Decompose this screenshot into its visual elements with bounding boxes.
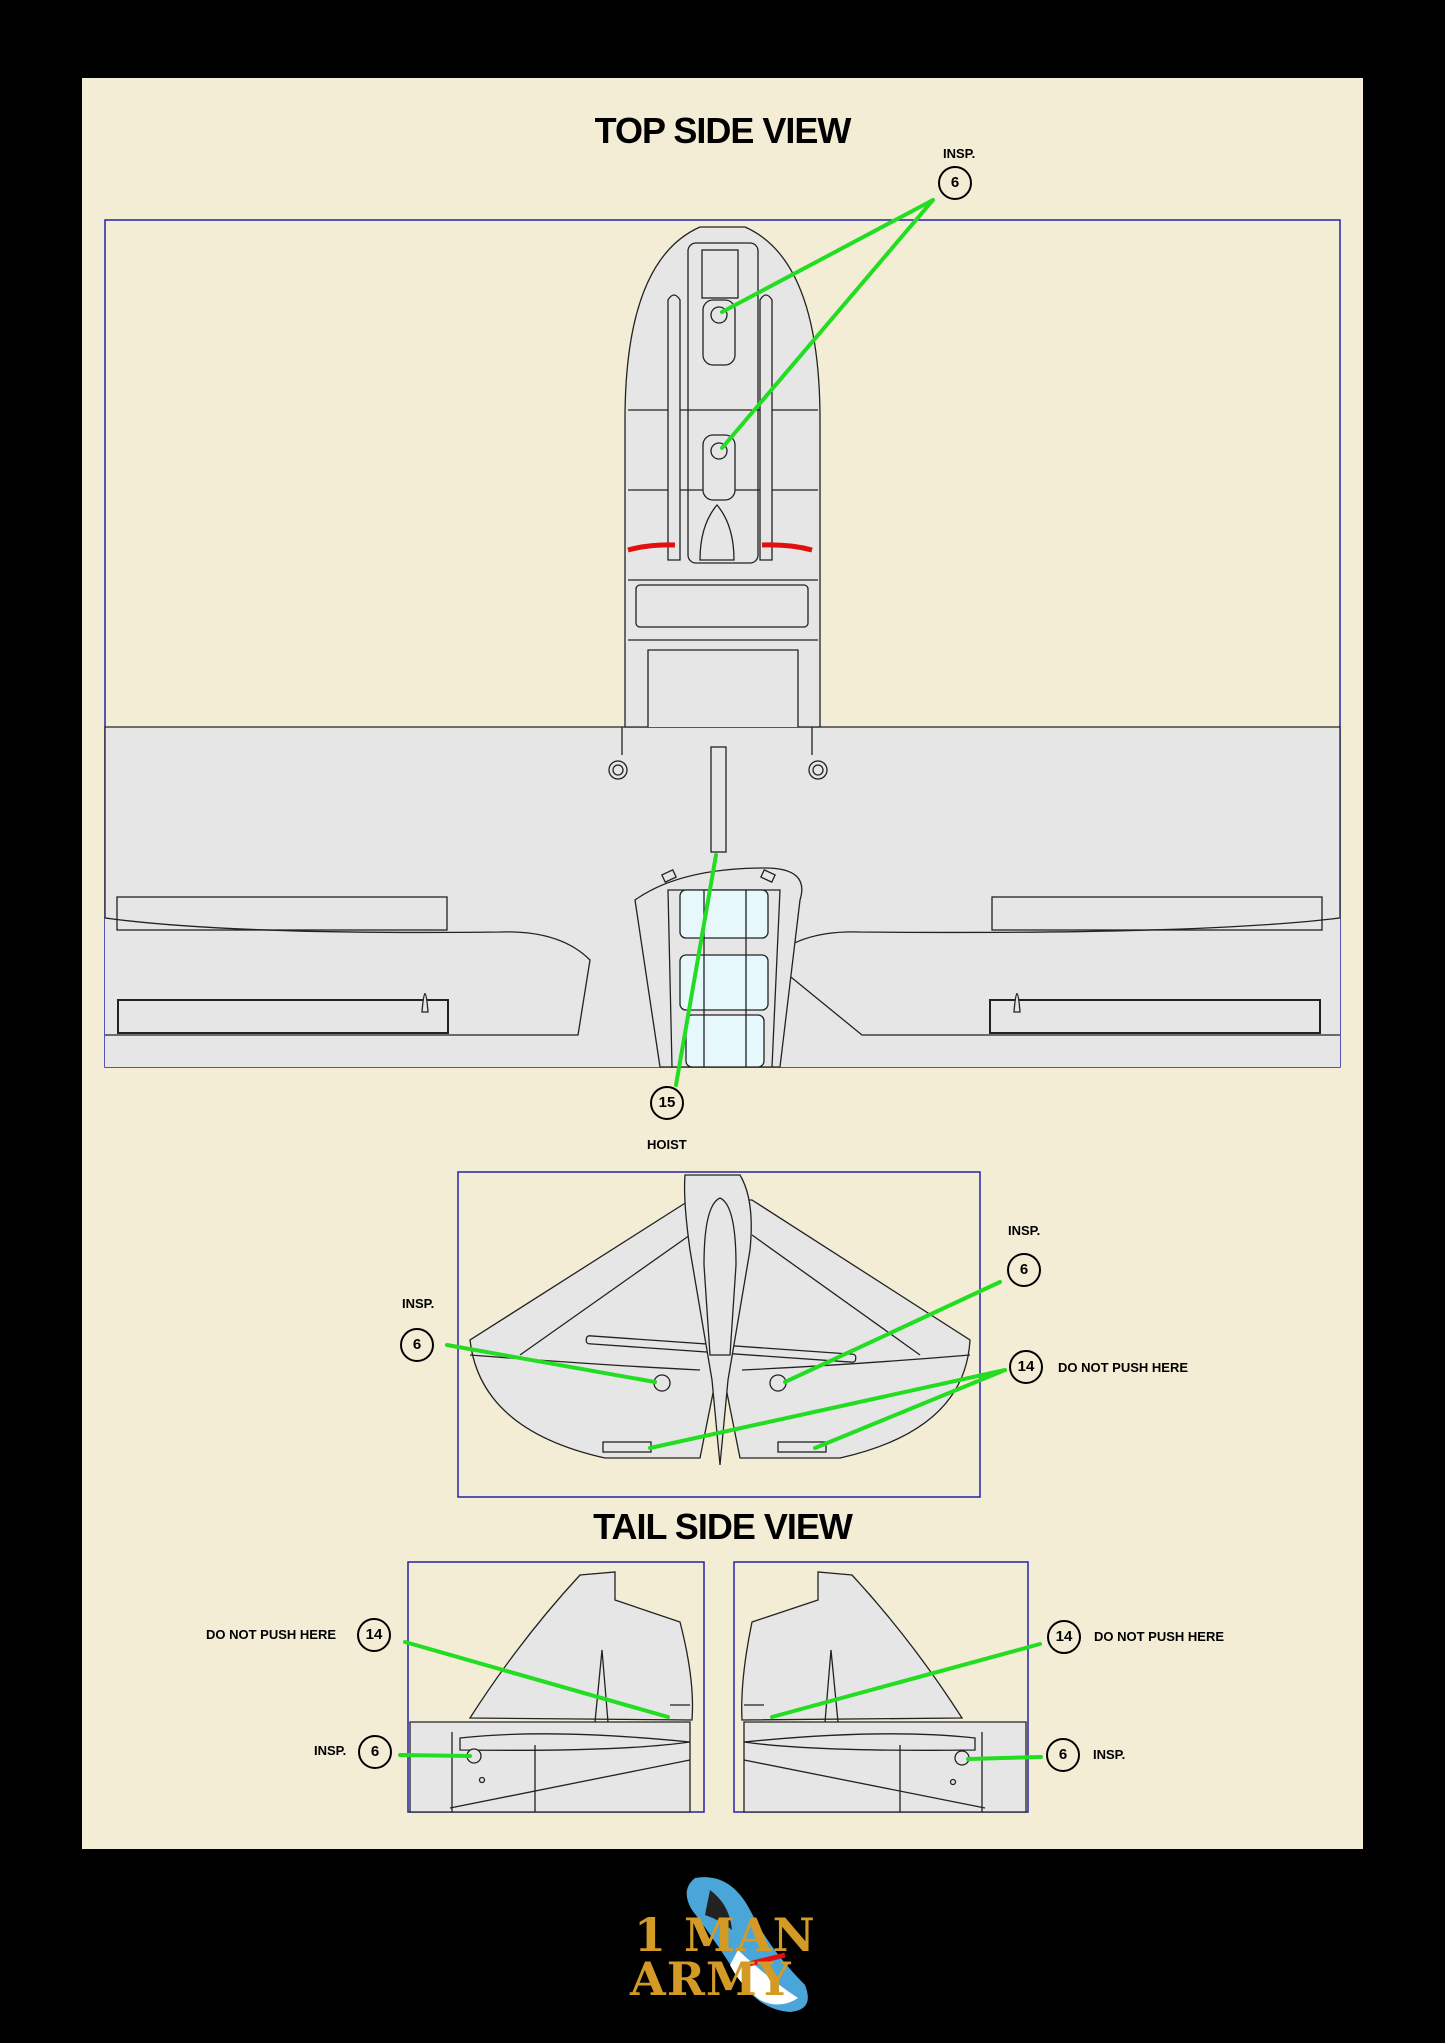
callout-14-stab: 14 (1009, 1350, 1043, 1384)
tail-view-title: TAIL SIDE VIEW (593, 1506, 853, 1547)
do-not-push-label: DO NOT PUSH HERE (1058, 1360, 1189, 1375)
insp-label: INSP. (1008, 1223, 1041, 1238)
hoist-label: HOIST (647, 1137, 687, 1152)
do-not-push-label: DO NOT PUSH HERE (1094, 1629, 1225, 1644)
callout-6-tail-left: 6 (358, 1735, 392, 1769)
top-view-title: TOP SIDE VIEW (594, 110, 852, 151)
shark-emblem-icon (686, 1877, 808, 2012)
tail-right-fin (741, 1571, 964, 1721)
callout-6-top: 6 (938, 166, 972, 200)
leader-lines (398, 198, 1043, 1761)
callout-6-tail-right: 6 (1046, 1738, 1080, 1772)
callout-15-hoist: 15 (650, 1086, 684, 1120)
logo-line-1: 1 MAN (634, 1908, 816, 1962)
insp-label: INSP. (314, 1743, 347, 1758)
brand-logo: 1 MAN ARMY (620, 1870, 840, 2020)
stabilizer-frame (457, 1171, 981, 1498)
callout-6-stab-left: 6 (400, 1328, 434, 1362)
callout-6-stab-right: 6 (1007, 1253, 1041, 1287)
insp-label: INSP. (1093, 1747, 1126, 1762)
insp-label: INSP. (402, 1296, 435, 1311)
callout-14-tail-right: 14 (1047, 1620, 1081, 1654)
do-not-push-label: DO NOT PUSH HERE (206, 1627, 337, 1642)
tail-left-fin (468, 1571, 694, 1721)
insp-label: INSP. (943, 146, 976, 161)
logo-line-2: ARMY (630, 1952, 792, 2006)
callout-14-tail-left: 14 (357, 1618, 391, 1652)
